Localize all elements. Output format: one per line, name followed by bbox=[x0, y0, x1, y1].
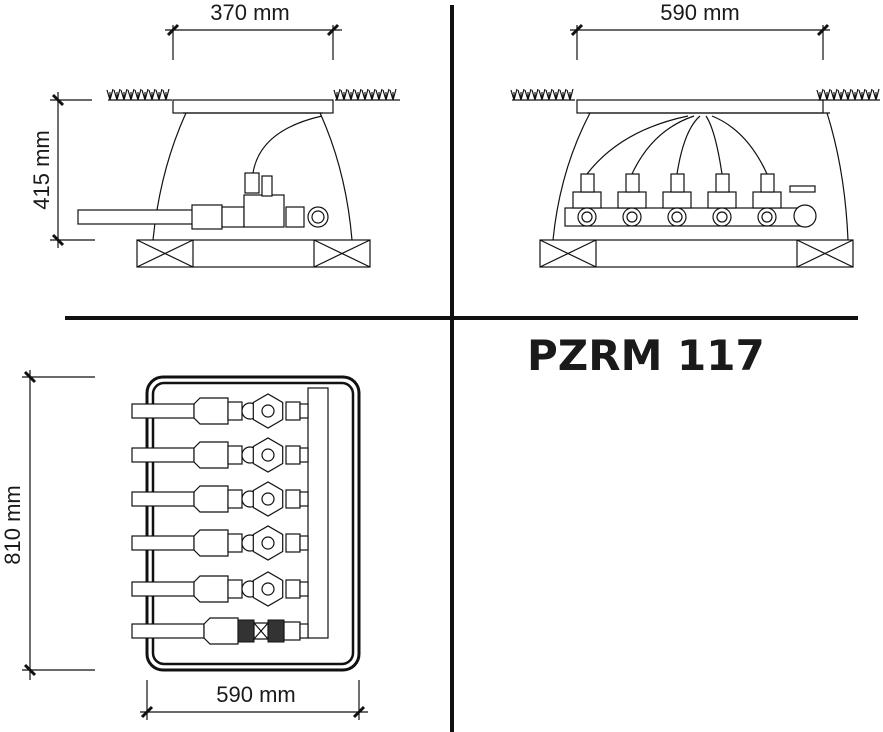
plan-width-label: 590 mm bbox=[216, 682, 295, 707]
fitting bbox=[191, 204, 223, 230]
grass-tuft-icon bbox=[559, 88, 567, 101]
base bbox=[136, 239, 371, 268]
grass-tuft-icon bbox=[531, 88, 539, 101]
valve-row bbox=[131, 571, 309, 607]
grass-tuft-icon bbox=[538, 88, 546, 101]
grass-tuft-icon bbox=[517, 88, 525, 101]
grass-tuft-icon bbox=[340, 88, 348, 101]
grass-tuft-icon bbox=[552, 88, 560, 101]
grass-tuft-icon bbox=[830, 88, 838, 101]
grass-tuft-icon bbox=[162, 88, 170, 101]
grass-tuft-icon bbox=[389, 88, 397, 101]
front-valve bbox=[662, 115, 701, 227]
manifold bbox=[307, 387, 329, 639]
grass-tuft-icon bbox=[347, 88, 355, 101]
valve-row bbox=[131, 437, 309, 473]
grass-tuft-icon bbox=[106, 88, 114, 101]
grass-tuft-icon bbox=[844, 88, 852, 101]
grass-tuft-icon bbox=[155, 88, 163, 101]
lid bbox=[576, 99, 824, 114]
lid bbox=[172, 99, 334, 114]
grass-tuft-icon bbox=[823, 88, 831, 101]
grass-tuft-icon bbox=[524, 88, 532, 101]
wire bbox=[676, 115, 701, 175]
grass-tuft-icon bbox=[545, 88, 553, 101]
grass-tuft-icon bbox=[361, 88, 369, 101]
front-valve bbox=[572, 115, 689, 227]
grass-tuft-icon bbox=[837, 88, 845, 101]
solenoid-valve bbox=[243, 194, 285, 228]
grass-tuft-icon bbox=[113, 88, 121, 101]
grass-tuft-icon bbox=[127, 88, 135, 101]
front-width-dimension: 590 mm bbox=[570, 0, 830, 60]
front-valve bbox=[617, 115, 695, 227]
plan-width-dimension: 590 mm bbox=[140, 680, 368, 720]
grass-tuft-icon bbox=[120, 88, 128, 101]
plan-height-dimension: 810 mm bbox=[0, 370, 95, 680]
model-title: PZRM 117 bbox=[527, 331, 765, 380]
grass-tuft-icon bbox=[375, 88, 383, 101]
grass-tuft-icon bbox=[333, 88, 341, 101]
grass-tuft-icon bbox=[865, 88, 873, 101]
wire bbox=[631, 115, 695, 175]
grass-tuft-icon bbox=[858, 88, 866, 101]
plan-view: 810 mm 590 mm bbox=[0, 370, 368, 720]
valve-row bbox=[131, 393, 309, 429]
grass-tuft-icon bbox=[354, 88, 362, 101]
width-dimension: 370 mm bbox=[165, 0, 342, 60]
side-width-label: 370 mm bbox=[210, 0, 289, 25]
wire bbox=[252, 115, 323, 174]
grass-tuft-icon bbox=[148, 88, 156, 101]
valve-box bbox=[152, 112, 353, 241]
grass-tuft-icon bbox=[566, 88, 574, 101]
pipe bbox=[77, 209, 197, 225]
front-valve bbox=[711, 115, 782, 227]
wire bbox=[705, 115, 723, 175]
grass-tuft-icon bbox=[134, 88, 142, 101]
grass-tuft-icon bbox=[816, 88, 824, 101]
valve-row bbox=[131, 525, 309, 561]
front-valve bbox=[705, 115, 737, 227]
grass-tuft-icon bbox=[382, 88, 390, 101]
wire bbox=[711, 115, 768, 175]
grass-tuft-icon bbox=[368, 88, 376, 101]
height-dimension: 415 mm bbox=[29, 92, 95, 248]
side-view: 370 mm 415 mm bbox=[29, 0, 880, 268]
plan-height-label: 810 mm bbox=[0, 485, 25, 564]
wire bbox=[586, 115, 689, 175]
valve-row bbox=[131, 481, 309, 517]
box-outline bbox=[145, 375, 361, 672]
side-height-label: 415 mm bbox=[29, 130, 54, 209]
grass-tuft-icon bbox=[872, 88, 880, 101]
grass-tuft-icon bbox=[851, 88, 859, 101]
grass-tuft-icon bbox=[510, 88, 518, 101]
grass-tuft-icon bbox=[141, 88, 149, 101]
ball-valve-row bbox=[131, 617, 309, 645]
base bbox=[539, 239, 854, 268]
front-view: 590 mm bbox=[512, 0, 880, 268]
front-width-label: 590 mm bbox=[660, 0, 739, 25]
